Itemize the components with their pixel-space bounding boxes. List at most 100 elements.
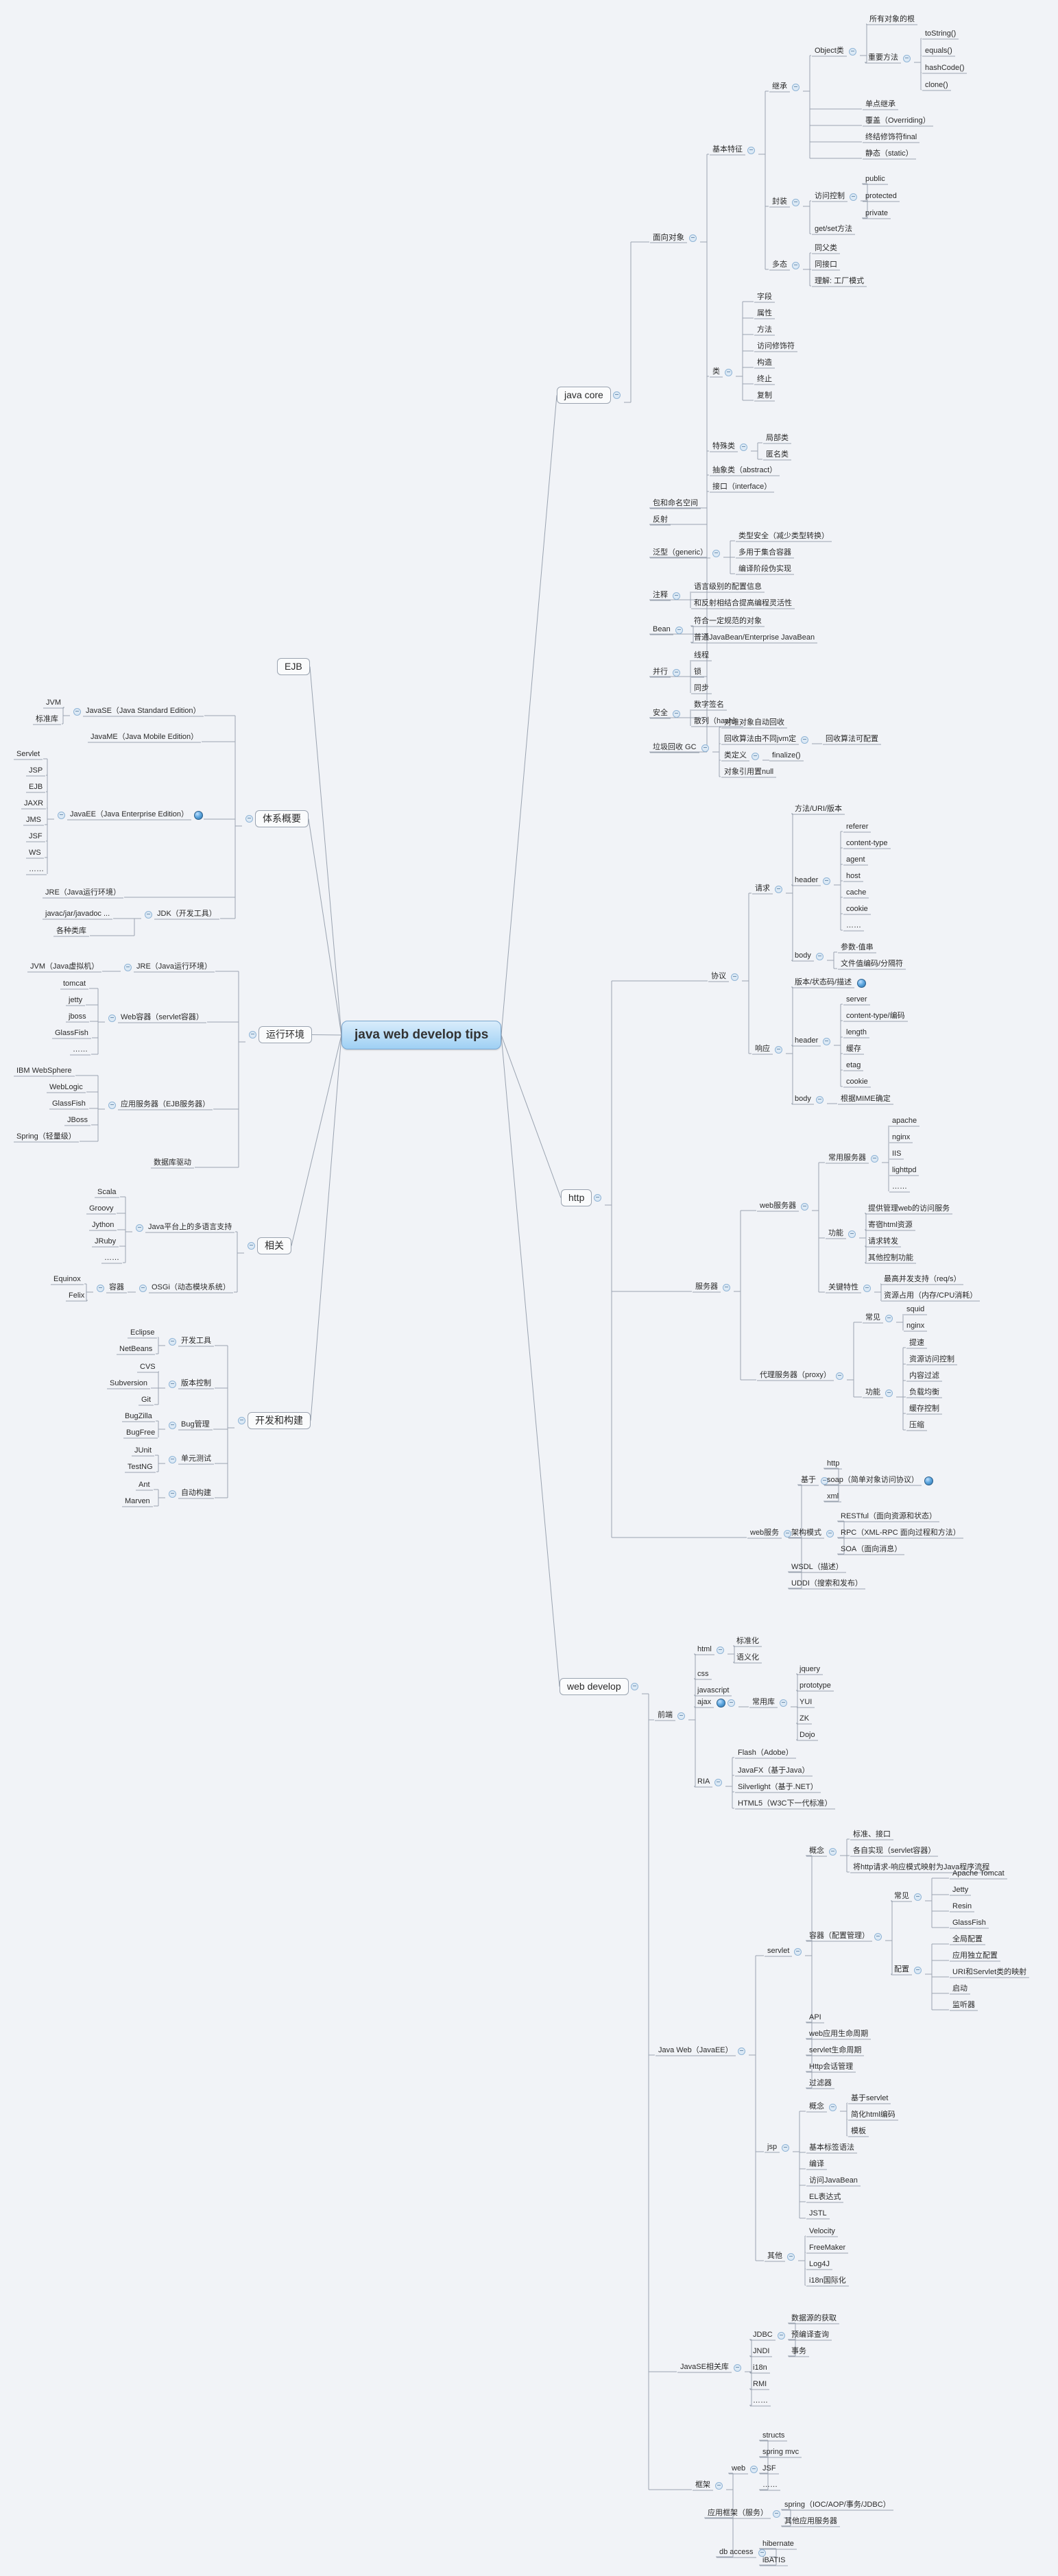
node-web-container[interactable]: Web容器（servlet容器）	[106, 1013, 206, 1023]
node-bug-mgmt[interactable]: Bug管理	[167, 1420, 213, 1431]
node-unit-test[interactable]: 单元测试	[167, 1455, 214, 1465]
collapse-toggle[interactable]	[903, 54, 911, 62]
node-servlet-concept[interactable]: 概念	[806, 1847, 839, 1857]
collapse-toggle[interactable]	[792, 261, 799, 269]
node-dev-tools[interactable]: 开发工具	[167, 1337, 214, 1347]
node-important-methods[interactable]: 重要方法	[865, 53, 913, 64]
collapse-toggle[interactable]	[782, 2143, 790, 2152]
node-encapsulation[interactable]: 封装	[769, 197, 802, 208]
branch-http[interactable]: http	[561, 1189, 603, 1206]
collapse-toggle[interactable]	[594, 1193, 602, 1202]
node-jsp-concept[interactable]: 概念	[806, 2102, 839, 2113]
node-osgi-container[interactable]: 容器	[95, 1283, 127, 1293]
collapse-toggle[interactable]	[801, 736, 809, 744]
collapse-toggle[interactable]	[673, 592, 680, 600]
root-node[interactable]: java web develop tips	[341, 1021, 502, 1049]
node-frontend[interactable]: 前端	[655, 1711, 687, 1721]
node-runtime-jre[interactable]: JRE（Java运行环境）	[122, 962, 215, 973]
branch-ejb[interactable]: EJB	[277, 658, 310, 675]
collapse-toggle[interactable]	[728, 1699, 736, 1707]
collapse-toggle[interactable]	[139, 1284, 147, 1292]
node-javaweb[interactable]: Java Web（JavaEE）	[656, 2046, 747, 2056]
node-gc-1[interactable]: 回收算法由不同jvm定	[721, 735, 810, 745]
node-container-config[interactable]: 配置	[891, 1965, 924, 1976]
node-proxy-common[interactable]: 常见	[863, 1313, 895, 1324]
node-ws-func[interactable]: 功能	[826, 1229, 858, 1239]
collapse-toggle[interactable]	[885, 1314, 893, 1322]
branch-webdev[interactable]: web develop	[560, 1678, 640, 1695]
collapse-toggle[interactable]	[245, 814, 253, 823]
collapse-toggle[interactable]	[725, 368, 732, 376]
collapse-toggle[interactable]	[787, 2252, 795, 2261]
node-response-body[interactable]: body	[792, 1095, 826, 1105]
node-container-common[interactable]: 常见	[891, 1892, 924, 1902]
collapse-toggle[interactable]	[794, 1947, 802, 1956]
collapse-toggle[interactable]	[714, 1778, 723, 1786]
collapse-toggle[interactable]	[108, 1101, 116, 1109]
collapse-toggle[interactable]	[874, 1932, 882, 1941]
collapse-toggle[interactable]	[731, 973, 738, 981]
collapse-toggle[interactable]	[784, 1529, 792, 1538]
branch-devbuild[interactable]: 开发和构建	[236, 1412, 311, 1429]
node-fw-web[interactable]: web	[729, 2464, 760, 2475]
collapse-toggle[interactable]	[733, 2364, 741, 2372]
collapse-toggle[interactable]	[848, 47, 856, 56]
node-others[interactable]: 其他	[765, 2252, 797, 2262]
node-ws-based[interactable]: 基于	[798, 1476, 830, 1486]
collapse-toggle[interactable]	[108, 1014, 116, 1022]
branch-java-core[interactable]: java core	[557, 387, 623, 404]
node-vcs[interactable]: 版本控制	[167, 1379, 214, 1389]
node-ws-common[interactable]: 常用服务器	[826, 1154, 880, 1164]
node-proxy-func[interactable]: 功能	[863, 1388, 895, 1398]
node-jdbc[interactable]: JDBC	[750, 2331, 787, 2341]
collapse-toggle[interactable]	[792, 198, 799, 206]
node-request-body[interactable]: body	[792, 951, 826, 962]
collapse-toggle[interactable]	[701, 744, 709, 752]
collapse-toggle[interactable]	[689, 234, 697, 243]
collapse-toggle[interactable]	[169, 1421, 176, 1429]
collapse-toggle[interactable]	[848, 1230, 856, 1238]
branch-related[interactable]: 相关	[245, 1237, 291, 1254]
collapse-toggle[interactable]	[780, 1699, 787, 1707]
collapse-toggle[interactable]	[169, 1380, 176, 1388]
collapse-toggle[interactable]	[145, 910, 152, 919]
node-access-control[interactable]: 访问控制	[812, 192, 859, 202]
node-gc[interactable]: 垃圾回收 GC	[650, 743, 711, 753]
collapse-toggle[interactable]	[73, 707, 81, 716]
collapse-toggle[interactable]	[737, 2047, 745, 2055]
node-concurrency[interactable]: 并行	[650, 668, 682, 678]
node-inherit[interactable]: 继承	[769, 82, 802, 93]
node-servlet[interactable]: servlet	[765, 1947, 804, 1957]
node-basic-features[interactable]: 基本特征	[710, 145, 757, 156]
node-app-server[interactable]: 应用服务器（EJB服务器）	[106, 1100, 213, 1110]
collapse-toggle[interactable]	[712, 549, 721, 557]
collapse-toggle[interactable]	[792, 83, 799, 91]
node-javase[interactable]: JavaSE（Java Standard Edition）	[71, 707, 204, 717]
node-servers[interactable]: 服务器	[693, 1283, 732, 1293]
node-annotation[interactable]: 注释	[650, 591, 682, 601]
collapse-toggle[interactable]	[871, 1154, 878, 1163]
collapse-toggle[interactable]	[815, 952, 823, 960]
node-ajax-libs[interactable]: 常用库	[749, 1698, 789, 1708]
collapse-toggle[interactable]	[775, 885, 782, 893]
node-response[interactable]: 响应	[752, 1045, 784, 1055]
collapse-toggle[interactable]	[914, 1893, 922, 1901]
collapse-toggle[interactable]	[716, 1646, 724, 1654]
collapse-toggle[interactable]	[863, 1284, 871, 1292]
node-security[interactable]: 安全	[650, 709, 682, 719]
node-fw-app[interactable]: 应用框架（服务）	[705, 2509, 782, 2519]
collapse-toggle[interactable]	[750, 2465, 758, 2473]
collapse-toggle[interactable]	[829, 2103, 837, 2111]
collapse-toggle[interactable]	[914, 1966, 922, 1974]
node-generic[interactable]: 泛型（generic）	[650, 548, 722, 559]
collapse-toggle[interactable]	[248, 1241, 255, 1250]
collapse-toggle[interactable]	[97, 1284, 104, 1292]
collapse-toggle[interactable]	[249, 1030, 256, 1038]
collapse-toggle[interactable]	[752, 752, 759, 760]
node-servlet-container[interactable]: 容器（配置管理）	[806, 1932, 884, 1942]
collapse-toggle[interactable]	[675, 626, 683, 634]
node-multilang[interactable]: Java平台上的多语言支持	[134, 1223, 235, 1233]
collapse-toggle[interactable]	[740, 443, 747, 451]
collapse-toggle[interactable]	[715, 2481, 723, 2490]
collapse-toggle[interactable]	[169, 1337, 176, 1346]
